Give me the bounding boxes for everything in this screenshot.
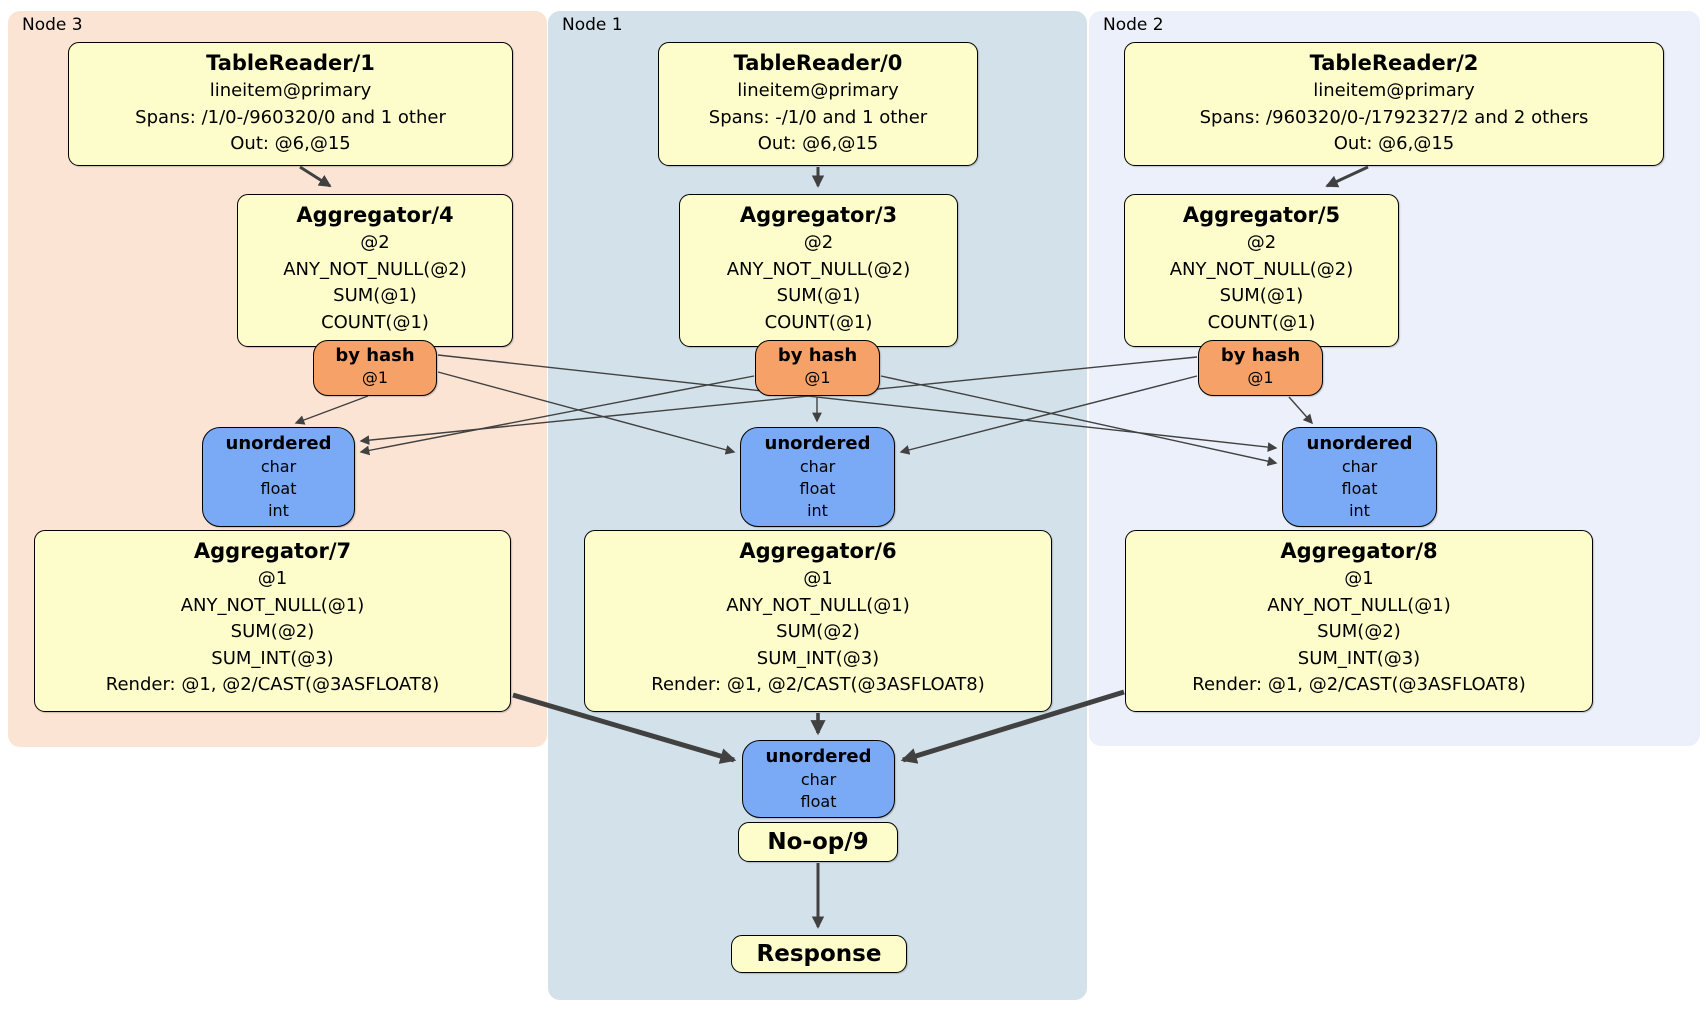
sync-title: unordered [765, 746, 872, 767]
sync-title: unordered [225, 433, 332, 454]
processor-aggregator-8: Aggregator/8 @1 ANY_NOT_NULL(@1) SUM(@2)… [1125, 530, 1593, 712]
box-line: lineitem@primary [737, 80, 899, 101]
box-line: @1 [803, 568, 833, 589]
processor-aggregator-6: Aggregator/6 @1 ANY_NOT_NULL(@1) SUM(@2)… [584, 530, 1052, 712]
sync-line: char [799, 457, 836, 476]
box-line: SUM_INT(@3) [211, 647, 334, 669]
processor-tablereader-1: TableReader/1 lineitem@primary Spans: /1… [68, 42, 513, 166]
box-line: Spans: /1/0-/960320/0 and 1 other [135, 106, 446, 128]
box-line: @1 [257, 568, 288, 589]
box-title: TableReader/2 [1309, 51, 1479, 75]
box-line: Out: @6,@15 [1333, 133, 1455, 154]
box-title: Aggregator/5 [1182, 203, 1341, 227]
sync-unordered-node3: unordered char float int [202, 427, 355, 527]
box-line: SUM(@2) [1317, 621, 1401, 642]
box-line: SUM(@2) [230, 621, 315, 642]
processor-response: Response [731, 935, 907, 973]
processor-tablereader-2: TableReader/2 lineitem@primary Spans: /9… [1124, 42, 1664, 166]
box-line: SUM(@1) [333, 285, 417, 306]
router-by-hash-node1: by hash @1 [755, 340, 880, 396]
box-line: ANY_NOT_NULL(@1) [180, 594, 365, 616]
box-line: ANY_NOT_NULL(@2) [283, 258, 467, 280]
box-title: Aggregator/6 [739, 539, 897, 563]
router-title: by hash [777, 345, 858, 366]
box-title: Aggregator/8 [1280, 539, 1438, 563]
processor-aggregator-7: Aggregator/7 @1 ANY_NOT_NULL(@1) SUM(@2)… [34, 530, 511, 712]
box-line: Render: @1, @2/CAST(@3ASFLOAT8) [651, 674, 985, 695]
sync-line: int [268, 501, 289, 520]
box-line: lineitem@primary [1313, 80, 1475, 101]
sync-title: unordered [1306, 433, 1413, 454]
box-title: No-op/9 [767, 829, 869, 855]
processor-aggregator-4: Aggregator/4 @2 ANY_NOT_NULL(@2) SUM(@1)… [237, 194, 513, 347]
box-title: Response [756, 941, 882, 967]
sync-line: float [1341, 479, 1378, 498]
box-line: Spans: -/1/0 and 1 other [708, 106, 928, 128]
sync-line: int [1349, 501, 1370, 520]
panel-label-node3: Node 3 [22, 15, 83, 35]
sync-line: float [800, 792, 837, 811]
processor-aggregator-5: Aggregator/5 @2 ANY_NOT_NULL(@2) SUM(@1)… [1124, 194, 1399, 347]
sync-line: float [799, 479, 836, 498]
box-line: Out: @6,@15 [230, 133, 351, 154]
box-line: ANY_NOT_NULL(@2) [726, 258, 911, 280]
box-title: TableReader/1 [206, 51, 375, 75]
box-line: Render: @1, @2/CAST(@3ASFLOAT8) [105, 674, 440, 695]
box-line: ANY_NOT_NULL(@2) [1169, 258, 1354, 280]
box-title: Aggregator/3 [739, 203, 898, 227]
box-line: ANY_NOT_NULL(@1) [726, 594, 910, 616]
sync-line: int [807, 501, 828, 520]
sync-unordered-node1: unordered char float int [740, 427, 895, 527]
box-line: COUNT(@1) [321, 311, 429, 333]
sync-unordered-final: unordered char float [742, 740, 895, 818]
sync-line: float [260, 479, 297, 498]
sync-line: char [260, 457, 297, 476]
box-line: Spans: /960320/0-/1792327/2 and 2 others [1199, 106, 1589, 128]
processor-tablereader-0: TableReader/0 lineitem@primary Spans: -/… [658, 42, 978, 166]
router-line: @1 [1247, 368, 1274, 387]
sync-line: char [1341, 457, 1378, 476]
router-by-hash-node3: by hash @1 [313, 340, 437, 396]
sync-title: unordered [764, 433, 871, 454]
sync-unordered-node2: unordered char float int [1282, 427, 1437, 527]
box-line: @2 [1246, 232, 1277, 253]
box-line: SUM_INT(@3) [1297, 647, 1421, 669]
router-title: by hash [335, 345, 415, 366]
box-line: Out: @6,@15 [757, 133, 879, 154]
panel-label-node1: Node 1 [562, 15, 623, 35]
box-line: Render: @1, @2/CAST(@3ASFLOAT8) [1192, 674, 1526, 695]
box-line: SUM_INT(@3) [756, 647, 880, 669]
processor-aggregator-3: Aggregator/3 @2 ANY_NOT_NULL(@2) SUM(@1)… [679, 194, 958, 347]
box-line: @2 [803, 232, 834, 253]
box-line: SUM(@2) [776, 621, 860, 642]
router-line: @1 [361, 368, 389, 387]
box-title: TableReader/0 [733, 51, 903, 75]
box-line: COUNT(@1) [764, 311, 873, 333]
box-line: @1 [1344, 568, 1374, 589]
box-line: SUM(@1) [776, 285, 861, 306]
box-line: SUM(@1) [1219, 285, 1304, 306]
router-title: by hash [1220, 345, 1301, 366]
box-title: Aggregator/7 [193, 539, 352, 563]
box-line: ANY_NOT_NULL(@1) [1267, 594, 1451, 616]
box-line: @2 [360, 232, 390, 253]
box-title: Aggregator/4 [296, 203, 454, 227]
box-line: COUNT(@1) [1207, 311, 1316, 333]
panel-label-node2: Node 2 [1103, 15, 1164, 35]
sync-line: char [800, 770, 837, 789]
box-line: lineitem@primary [209, 80, 372, 101]
processor-noop-9: No-op/9 [738, 822, 898, 862]
router-line: @1 [804, 368, 831, 387]
router-by-hash-node2: by hash @1 [1198, 340, 1323, 396]
